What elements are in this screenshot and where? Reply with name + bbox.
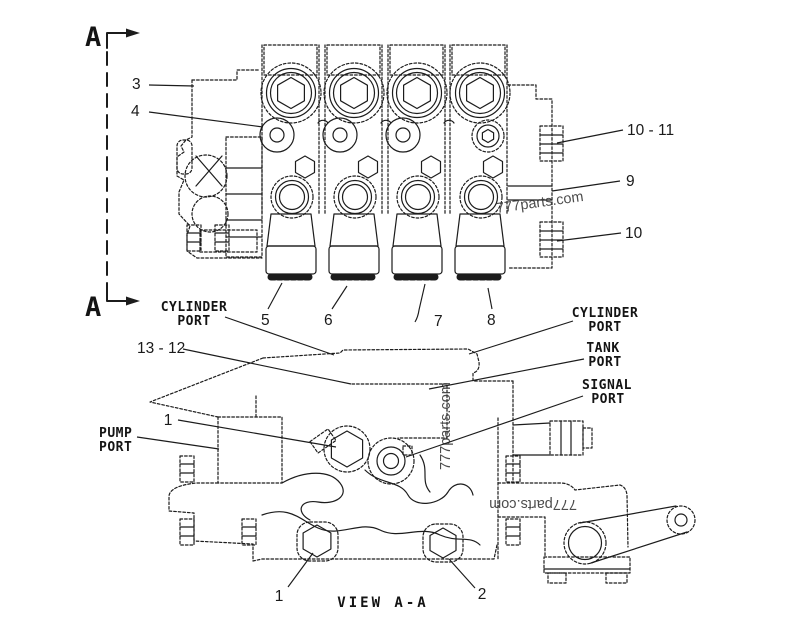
watermark-bottom: 777parts.com [489,496,577,512]
inlet-fitting [549,420,584,456]
bottom-plug-2 [422,523,464,563]
valve-section-2 [323,45,391,277]
signal-port-boss [367,437,415,485]
label-cylinder-port-left: CYLINDER PORT [161,300,335,356]
section-line-indicator: A A [85,22,140,323]
valve-section-3 [386,45,454,277]
svg-text:2: 2 [478,586,487,603]
svg-text:9: 9 [626,173,635,190]
callout-8: 8 [487,287,496,329]
label-pump-port: PUMP PORT [99,426,220,455]
svg-text:CYLINDER: CYLINDER [572,306,639,321]
svg-text:1: 1 [164,412,173,429]
callout-6: 6 [324,285,348,329]
label-tank-port: TANK PORT [428,341,621,390]
section-letter-bottom: A [85,292,101,323]
svg-text:5: 5 [261,312,270,329]
svg-text:PORT: PORT [588,320,621,335]
upper-assembly-view: 777parts.com [176,44,585,277]
right-end-bracket [497,380,631,584]
callout-13-12: 13 - 12 [137,340,352,385]
right-end-housing [507,84,564,269]
svg-text:1: 1 [275,588,284,605]
callout-7: 7 [414,283,443,330]
svg-text:4: 4 [131,103,140,120]
svg-text:PORT: PORT [591,392,624,407]
callout-4: 4 [131,103,264,128]
svg-text:13 - 12: 13 - 12 [137,340,185,357]
callout-9: 9 [551,173,635,192]
view-aa-labels: CYLINDER PORT 13 - 12 CYLINDER PORT TANK… [99,300,638,611]
svg-text:3: 3 [132,76,141,93]
valve-spool-hex-plug [323,425,371,473]
callout-1-bottom: 1 [275,552,314,605]
view-aa-assembly: 777parts.com 777parts.com [149,348,696,584]
control-lever [563,505,696,565]
svg-text:PORT: PORT [177,314,210,329]
arrow-right-icon [126,28,140,38]
callout-5: 5 [261,282,283,329]
valve-section-4 [449,44,511,277]
arrow-right-icon [126,296,140,306]
label-cylinder-port-right: CYLINDER PORT [468,306,639,355]
callout-3: 3 [132,76,195,93]
callout-2: 2 [448,558,487,603]
pump-port-block [168,416,498,562]
svg-text:CYLINDER: CYLINDER [161,300,228,315]
left-end-cover [176,69,263,259]
bottom-plug-1 [296,521,339,562]
svg-text:10 - 11: 10 - 11 [627,122,674,139]
callout-10: 10 [556,225,643,242]
svg-text:PORT: PORT [99,440,132,455]
watermark-vertical: 777parts.com [438,382,454,470]
view-title: VIEW A-A [337,595,428,611]
callout-1-mid: 1 [164,412,337,448]
svg-text:8: 8 [487,312,496,329]
svg-text:7: 7 [434,313,443,330]
svg-text:6: 6 [324,312,333,329]
upper-callouts: 3 4 10 - 11 9 10 5 6 7 [131,76,674,330]
svg-text:SIGNAL: SIGNAL [582,378,632,393]
svg-text:PORT: PORT [588,355,621,370]
section-letter-top: A [85,22,101,53]
watermark-top: 777parts.com [495,189,584,217]
valve-section-1 [260,45,328,277]
svg-text:PUMP: PUMP [99,426,132,441]
svg-text:TANK: TANK [586,341,619,356]
svg-text:10: 10 [625,225,643,242]
callout-10-11: 10 - 11 [556,122,674,144]
label-signal-port: SIGNAL PORT [405,378,632,458]
